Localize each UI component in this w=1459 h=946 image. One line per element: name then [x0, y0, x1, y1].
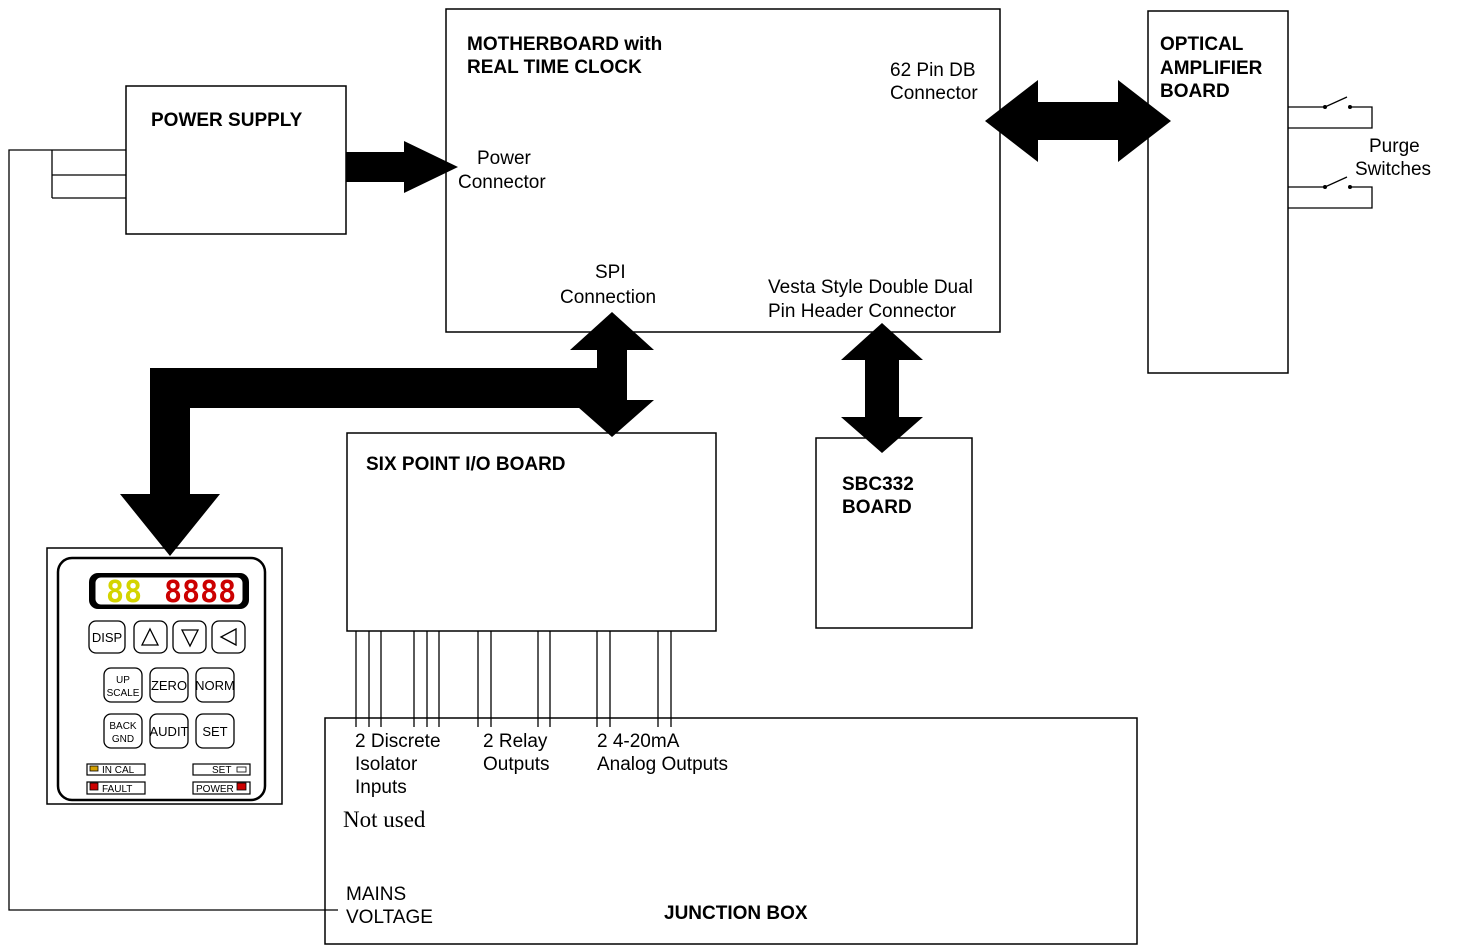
sbc-board-box	[815, 437, 973, 629]
triangle-up-icon	[140, 627, 160, 646]
keypad-unit: 88 8888 DISP UP SCALE ZERO NORM BACK GND…	[46, 547, 283, 805]
down-button[interactable]	[172, 620, 207, 654]
incal-led	[89, 765, 99, 772]
triangle-left-icon	[219, 627, 237, 647]
analog-outputs-label-line2: Analog Outputs	[597, 754, 728, 775]
relay-outputs-label-line2: Outputs	[483, 754, 550, 775]
purge-switches-label-line2: Switches	[1355, 159, 1431, 180]
junction-box-title: JUNCTION BOX	[664, 903, 808, 924]
power-led	[236, 782, 247, 791]
zero-button-label: ZERO	[151, 678, 187, 693]
set-indicator-label: SET	[212, 765, 231, 776]
keypad-feed-arrow	[120, 368, 597, 556]
power-supply-title: POWER SUPPLY	[151, 110, 303, 131]
norm-button-label: NORM	[195, 678, 235, 693]
purge-switch-contacts	[1323, 105, 1352, 189]
fault-indicator-label: FAULT	[102, 784, 132, 795]
io-wires	[355, 631, 672, 727]
discrete-inputs-label-line2: Isolator	[355, 754, 418, 775]
led-display-face	[94, 576, 244, 606]
relay-outputs-label: 2 Relay	[483, 731, 548, 752]
discrete-inputs-label-line3: Inputs	[355, 777, 407, 798]
backgnd-button-label-line2: GND	[112, 734, 134, 745]
upscale-button-label-line2: SCALE	[107, 688, 140, 699]
set-led	[236, 766, 247, 773]
display-left-digits: 88	[106, 575, 142, 610]
power-indicator	[192, 781, 251, 795]
power-indicator-label: POWER	[196, 784, 234, 795]
spi-label-line2: Connection	[560, 287, 656, 308]
power-connector-label: Power	[477, 148, 532, 169]
disp-button[interactable]	[88, 620, 126, 654]
mains-voltage-label-line2: VOLTAGE	[346, 907, 433, 928]
motherboard-title: MOTHERBOARD with	[467, 34, 662, 55]
zero-button[interactable]	[149, 667, 189, 703]
vesta-label: Vesta Style Double Dual	[768, 277, 973, 298]
backgnd-button[interactable]	[103, 713, 143, 749]
keypad-housing	[46, 547, 283, 805]
mains-wiring	[8, 149, 338, 911]
motherboard-title-line2: REAL TIME CLOCK	[467, 57, 642, 78]
audit-button[interactable]	[149, 713, 189, 749]
upscale-button-label: UP	[116, 675, 130, 686]
optical-board-title-line3: BOARD	[1160, 81, 1230, 102]
incal-indicator-label: IN CAL	[102, 765, 135, 776]
incal-indicator	[86, 763, 146, 776]
purge-switches	[1288, 96, 1373, 209]
junction-box	[324, 717, 1138, 945]
db-connector-double-arrow	[985, 80, 1171, 162]
disp-button-label: DISP	[92, 630, 122, 645]
left-button[interactable]	[211, 620, 246, 654]
display-right-digits: 8888	[164, 575, 236, 610]
fault-indicator	[86, 781, 146, 795]
optical-amplifier-box	[1147, 10, 1289, 374]
upscale-button[interactable]	[103, 667, 143, 703]
audit-button-label: AUDIT	[150, 724, 189, 739]
io-board-box	[346, 432, 717, 632]
db-connector-label: 62 Pin DB	[890, 60, 976, 81]
power-connector-label-line2: Connector	[458, 172, 546, 193]
discrete-inputs-label: 2 Discrete	[355, 731, 441, 752]
spi-label: SPI	[595, 262, 626, 283]
analog-outputs-label: 2 4-20mA	[597, 731, 680, 752]
sbc-board-title: SBC332	[842, 474, 914, 495]
norm-button[interactable]	[195, 667, 235, 703]
io-board-title: SIX POINT I/O BOARD	[366, 454, 566, 475]
mains-voltage-label: MAINS	[346, 884, 406, 905]
up-button[interactable]	[133, 620, 168, 654]
power-supply-box	[125, 85, 347, 235]
not-used-label: Not used	[343, 807, 426, 832]
triangle-down-icon	[180, 629, 200, 648]
set-button[interactable]	[195, 713, 235, 749]
backgnd-button-label: BACK	[109, 721, 137, 732]
sbc-board-title-line2: BOARD	[842, 497, 912, 518]
optical-board-title-line2: AMPLIFIER	[1160, 58, 1263, 79]
purge-switches-label: Purge	[1369, 136, 1420, 157]
vesta-double-arrow	[841, 323, 923, 453]
set-indicator	[192, 763, 251, 776]
power-arrow	[346, 141, 458, 193]
vesta-label-line2: Pin Header Connector	[768, 301, 957, 322]
db-connector-label-line2: Connector	[890, 83, 978, 104]
fault-led	[89, 782, 99, 791]
optical-board-title: OPTICAL	[1160, 34, 1244, 55]
set-button-label: SET	[202, 724, 227, 739]
